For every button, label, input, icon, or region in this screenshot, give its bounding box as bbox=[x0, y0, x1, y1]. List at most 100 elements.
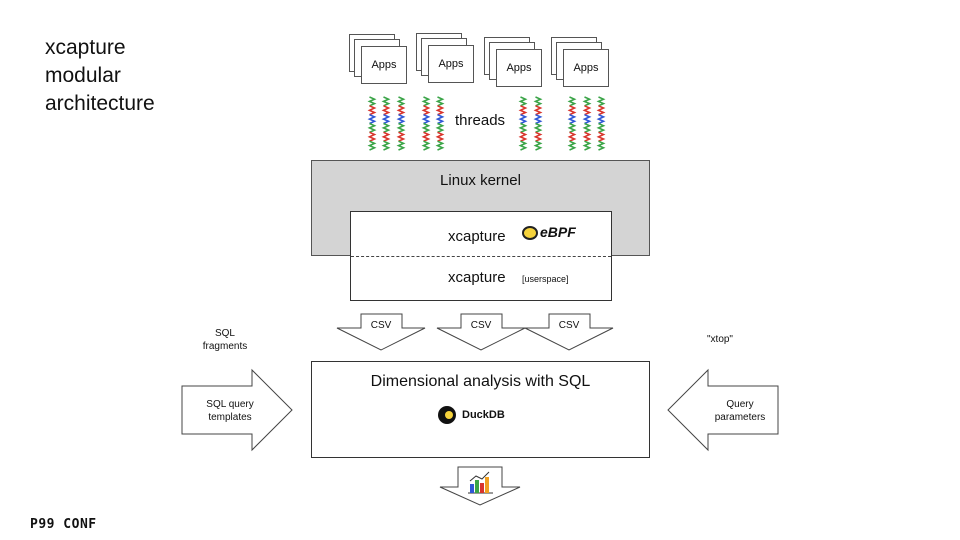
thread-segment bbox=[518, 96, 528, 107]
sql-fragments-line: SQL bbox=[214, 328, 235, 339]
app-card-label: Apps bbox=[361, 46, 407, 84]
thread-segment bbox=[533, 96, 543, 107]
thread-segment bbox=[567, 113, 577, 125]
label-line: parameters bbox=[714, 412, 766, 423]
thread-segment bbox=[518, 140, 528, 151]
ebpf-logo-text: eBPF bbox=[540, 224, 576, 240]
xtop-label: "xtop" bbox=[706, 334, 733, 345]
query-parameters-arrow bbox=[667, 368, 779, 452]
thread-segment bbox=[381, 96, 391, 107]
thread-segment bbox=[567, 96, 577, 107]
sql-fragments-label: SQL fragments bbox=[190, 327, 260, 353]
label-line: templates bbox=[208, 412, 252, 423]
thread-segment bbox=[567, 105, 577, 116]
userspace-tag: [userspace] bbox=[522, 274, 569, 284]
thread-segment bbox=[435, 122, 445, 134]
apps-stack: Apps bbox=[551, 37, 613, 87]
thread-segment bbox=[533, 113, 543, 125]
query-parameters-label: Query parameters bbox=[700, 398, 780, 424]
duckdb-logo-icon bbox=[438, 406, 456, 424]
thread-segment bbox=[567, 140, 577, 151]
thread-segment bbox=[421, 131, 431, 142]
thread-segment bbox=[396, 140, 406, 151]
app-card-label: Apps bbox=[563, 49, 609, 87]
thread-segment bbox=[596, 96, 606, 107]
thread-segment bbox=[518, 122, 528, 134]
thread-segment bbox=[596, 113, 606, 125]
thread-segment bbox=[367, 96, 377, 107]
duckdb-label: DuckDB bbox=[462, 409, 505, 421]
thread-segment bbox=[421, 140, 431, 151]
kernel-userspace-divider bbox=[351, 256, 611, 257]
thread-segment bbox=[582, 131, 592, 142]
thread-segment bbox=[396, 131, 406, 142]
bar-chart-icon bbox=[468, 471, 493, 494]
thread-segment bbox=[396, 113, 406, 125]
thread-segment bbox=[421, 96, 431, 107]
thread-segment bbox=[533, 131, 543, 142]
apps-stack: Apps bbox=[484, 37, 546, 87]
thread-segment bbox=[596, 105, 606, 116]
thread-segment bbox=[582, 113, 592, 125]
sql-query-templates-label: SQL query templates bbox=[190, 398, 270, 424]
thread-segment bbox=[421, 105, 431, 116]
thread-segment bbox=[518, 105, 528, 116]
thread-segment bbox=[582, 122, 592, 134]
thread-segment bbox=[396, 105, 406, 116]
thread-segment bbox=[381, 131, 391, 142]
conference-logo: P99 CONF bbox=[30, 517, 97, 532]
analysis-title: Dimensional analysis with SQL bbox=[370, 373, 591, 390]
thread-segment bbox=[367, 113, 377, 125]
thread-segment bbox=[435, 105, 445, 116]
analysis-box bbox=[311, 361, 650, 458]
thread-segment bbox=[533, 105, 543, 116]
apps-stack: Apps bbox=[416, 33, 478, 83]
thread-segment bbox=[367, 131, 377, 142]
label-line: SQL query bbox=[206, 399, 254, 410]
title-line: xcapture bbox=[45, 36, 126, 59]
csv-arrow bbox=[336, 313, 426, 351]
thread-segment bbox=[518, 131, 528, 142]
thread-segment bbox=[421, 113, 431, 125]
thread-segment bbox=[396, 122, 406, 134]
sql-fragments-line: fragments bbox=[202, 341, 248, 352]
thread-segment bbox=[421, 122, 431, 134]
linux-kernel-label: Linux kernel bbox=[440, 172, 521, 189]
slide-title: xcapture modular architecture bbox=[45, 34, 155, 118]
thread-segment bbox=[596, 122, 606, 134]
thread-segment bbox=[381, 122, 391, 134]
ebpf-logo: eBPF bbox=[522, 224, 576, 241]
app-card-label: Apps bbox=[428, 45, 474, 83]
thread-segment bbox=[367, 140, 377, 151]
thread-segment bbox=[533, 122, 543, 134]
csv-arrow bbox=[436, 313, 526, 351]
thread-segment bbox=[533, 140, 543, 151]
thread-segment bbox=[396, 96, 406, 107]
csv-label: CSV bbox=[558, 320, 580, 331]
title-line: architecture bbox=[45, 92, 155, 115]
thread-segment bbox=[567, 122, 577, 134]
thread-segment bbox=[596, 140, 606, 151]
sql-templates-arrow bbox=[181, 368, 293, 452]
thread-segment bbox=[582, 96, 592, 107]
thread-segment bbox=[381, 113, 391, 125]
apps-stack: Apps bbox=[349, 34, 411, 84]
thread-segment bbox=[367, 122, 377, 134]
csv-arrow bbox=[524, 313, 614, 351]
thread-segment bbox=[518, 113, 528, 125]
thread-segment bbox=[435, 96, 445, 107]
thread-segment bbox=[435, 140, 445, 151]
xcapture-ebpf-label: xcapture bbox=[448, 228, 506, 245]
thread-segment bbox=[435, 131, 445, 142]
threads-label: threads bbox=[455, 112, 506, 129]
thread-segment bbox=[582, 105, 592, 116]
title-line: modular bbox=[45, 64, 121, 87]
app-card-label: Apps bbox=[496, 49, 542, 87]
thread-segment bbox=[381, 140, 391, 151]
thread-segment bbox=[567, 131, 577, 142]
bee-icon bbox=[522, 226, 538, 241]
thread-segment bbox=[435, 113, 445, 125]
xcapture-userspace-label: xcapture bbox=[448, 269, 506, 286]
thread-segment bbox=[582, 140, 592, 151]
